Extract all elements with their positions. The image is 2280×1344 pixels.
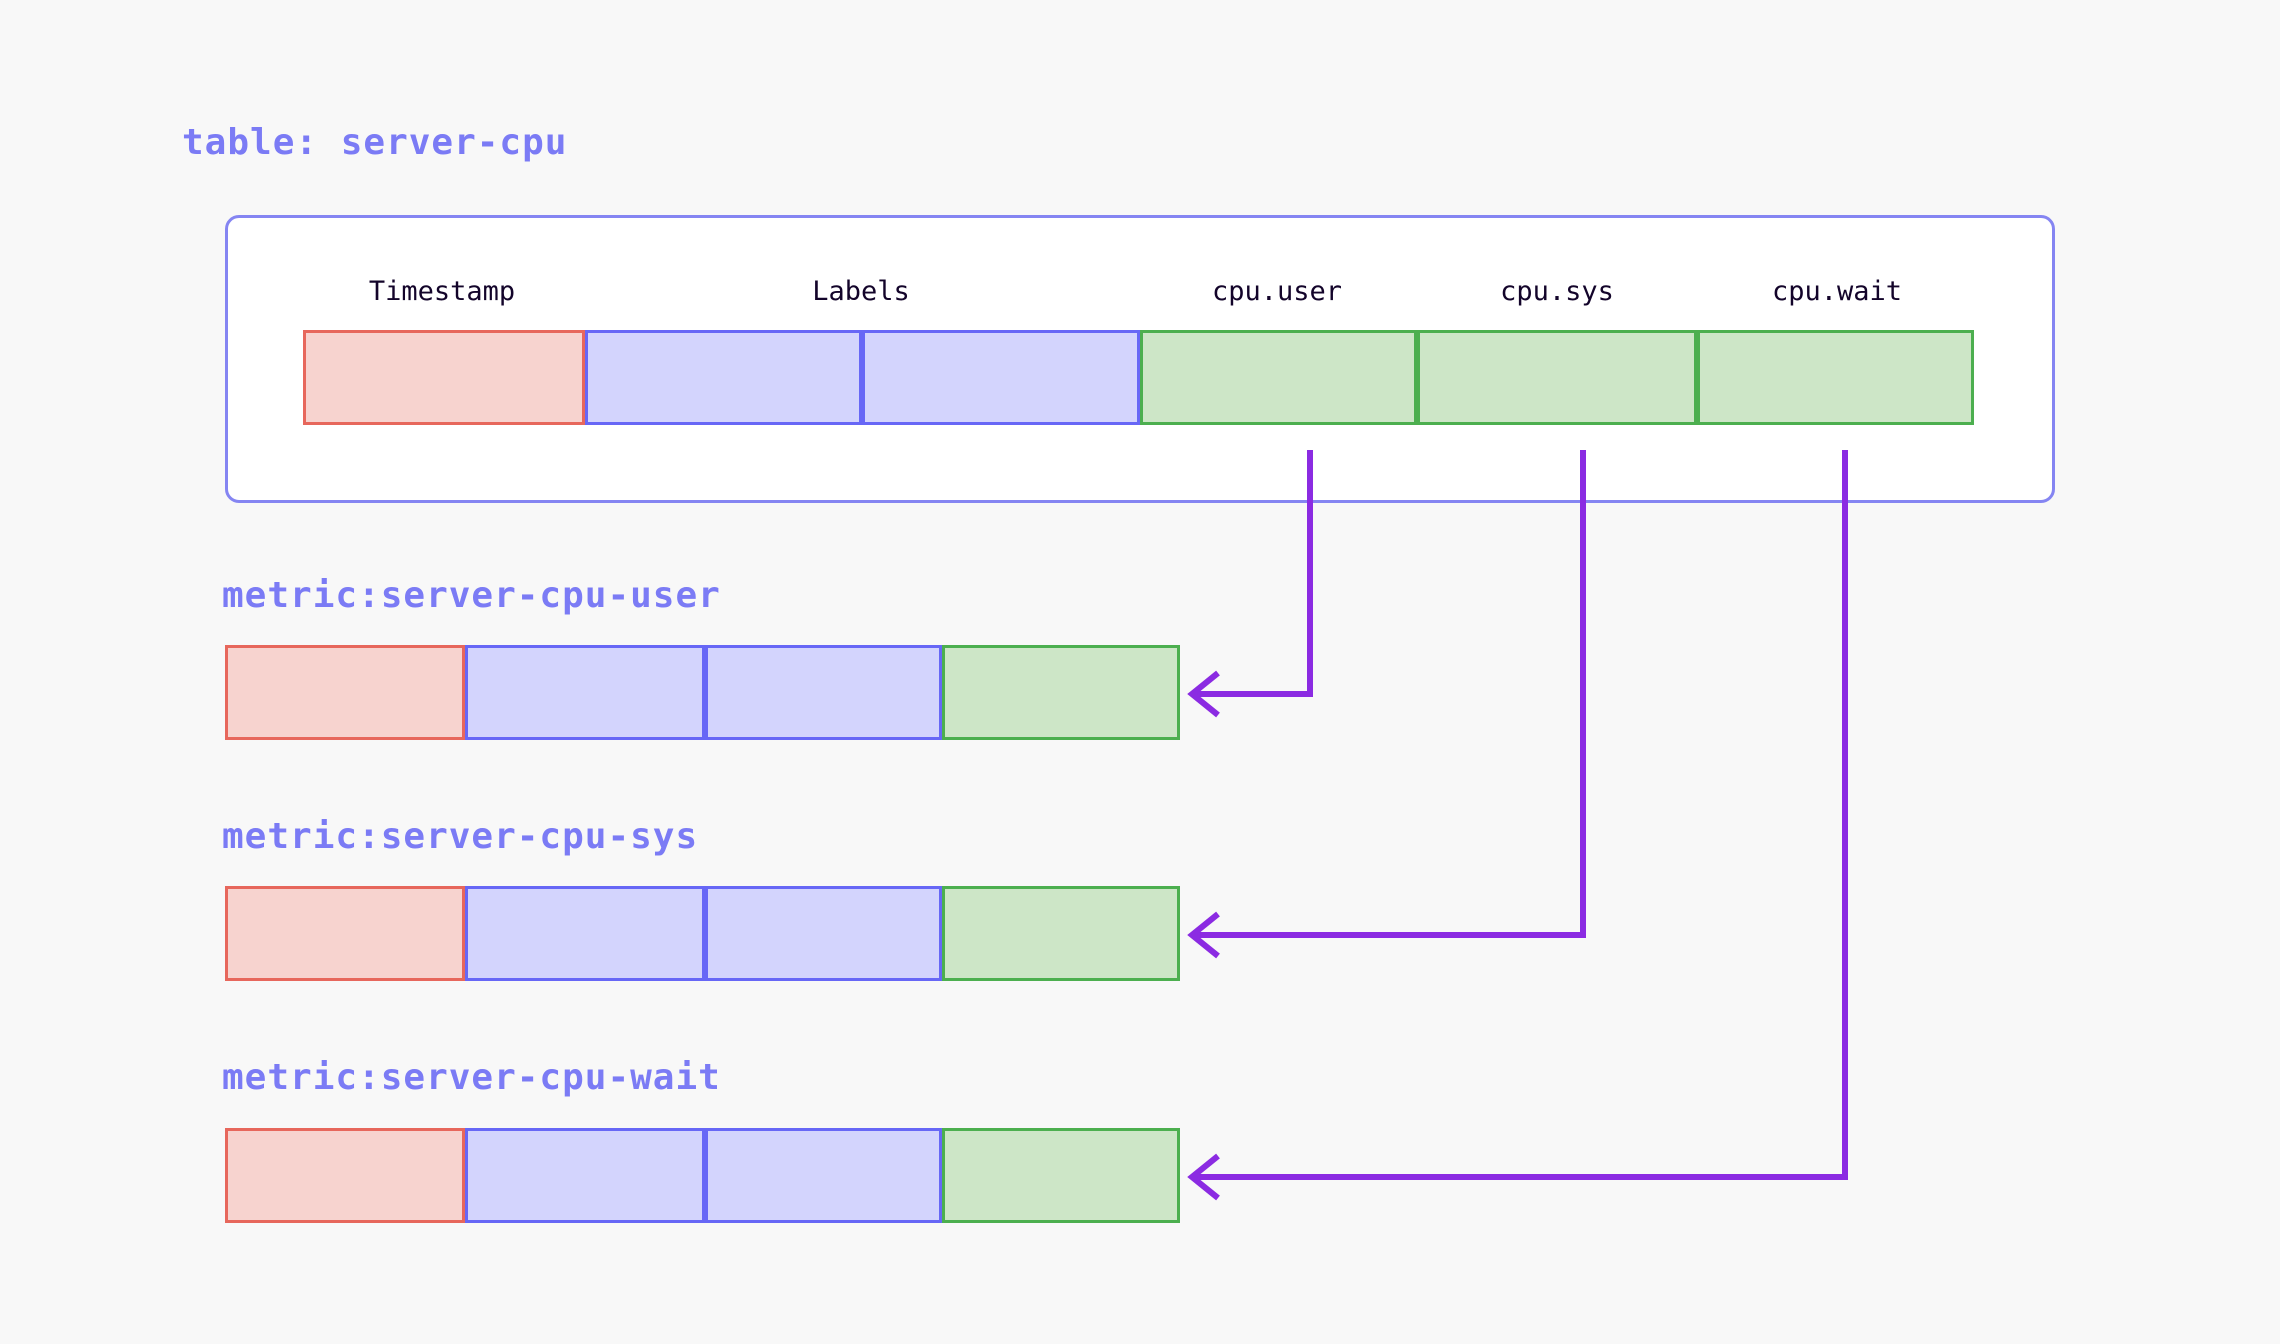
server-cpu-wait-label-cell-2 [705, 1128, 942, 1223]
column-header-cpu-sys: cpu.sys [1500, 276, 1614, 307]
table-labels-cell-2 [862, 330, 1140, 425]
column-header-cpu-wait: cpu.wait [1771, 276, 1903, 307]
server-cpu-user-value-cell [942, 645, 1180, 740]
arrow-cpu-wait [1187, 450, 1848, 1201]
table-cpu-wait-cell [1697, 330, 1974, 425]
server-cpu-user-timestamp-cell [225, 645, 465, 740]
server-cpu-sys-label-cell-1 [465, 886, 705, 981]
server-cpu-user-label-cell-2 [705, 645, 942, 740]
server-cpu-sys-timestamp-cell [225, 886, 465, 981]
column-header-timestamp: Timestamp [368, 276, 516, 307]
server-cpu-wait-value-cell [942, 1128, 1180, 1223]
table-title: table: server-cpu [182, 122, 568, 163]
table-cpu-sys-cell [1417, 330, 1697, 425]
metric-title-server-cpu-wait: metric:server-cpu-wait [222, 1057, 721, 1098]
server-cpu-wait-label-cell-1 [465, 1128, 705, 1223]
metric-row-server-cpu-wait [0, 1128, 2280, 1223]
table-timestamp-cell [303, 330, 585, 425]
table-labels-cell-1 [585, 330, 862, 425]
table-row [0, 330, 2280, 425]
server-cpu-wait-timestamp-cell [225, 1128, 465, 1223]
server-cpu-sys-label-cell-2 [705, 886, 942, 981]
metric-title-server-cpu-user: metric:server-cpu-user [222, 575, 721, 616]
metric-title-server-cpu-sys: metric:server-cpu-sys [222, 816, 699, 857]
server-cpu-user-label-cell-1 [465, 645, 705, 740]
metric-row-server-cpu-user [0, 645, 2280, 740]
table-cpu-user-cell [1140, 330, 1417, 425]
server-cpu-sys-value-cell [942, 886, 1180, 981]
metric-row-server-cpu-sys [0, 886, 2280, 981]
column-header-cpu-user: cpu.user [1211, 276, 1343, 307]
column-header-labels: Labels [812, 276, 910, 307]
